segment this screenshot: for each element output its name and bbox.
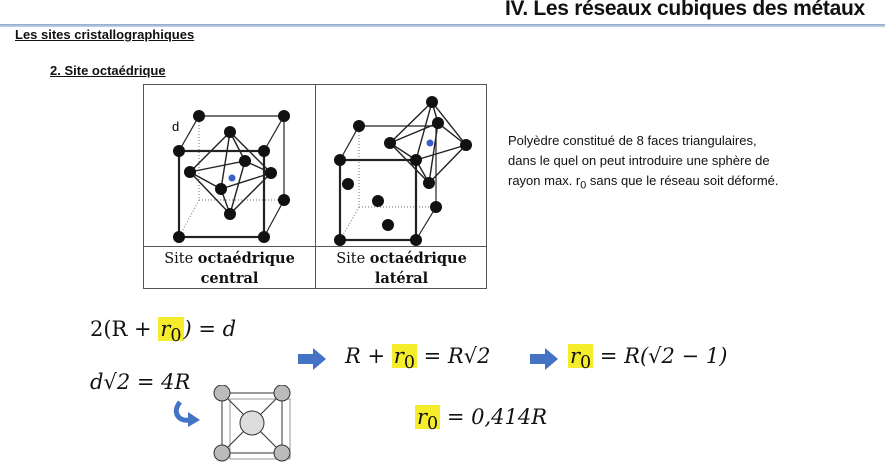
eq-sub: 0 bbox=[403, 353, 415, 374]
equation-5: r0 = 0,414R bbox=[415, 405, 547, 434]
section-title: Les sites cristallographiques bbox=[15, 27, 195, 42]
eq-sub: 0 bbox=[170, 326, 182, 347]
eq-text: = R(√2 − 1) bbox=[593, 344, 728, 368]
description-line: dans le quel on peut introduire une sphè… bbox=[508, 153, 770, 168]
equation-3: R + r0 = R√2 bbox=[345, 344, 490, 373]
slide-title: IV. Les réseaux cubiques des métaux bbox=[505, 0, 865, 20]
description-text: Polyèdre constitué de 8 faces triangulai… bbox=[508, 131, 878, 196]
caption-line2: central bbox=[200, 270, 259, 287]
title-rule bbox=[0, 24, 885, 27]
eq-var: r bbox=[417, 405, 428, 429]
description-line: Polyèdre constitué de 8 faces triangulai… bbox=[508, 133, 757, 148]
eq-sub: 0 bbox=[580, 353, 592, 374]
fcc-face-diagram bbox=[213, 385, 291, 462]
central-site-cell: d Site octaédrique central bbox=[144, 85, 315, 288]
caption-bold: octaédrique bbox=[197, 250, 295, 267]
right-arrow-icon bbox=[530, 348, 558, 370]
text: rayon max. r bbox=[508, 173, 581, 188]
edge-label-d: d bbox=[172, 119, 179, 134]
lateral-octahedral-site-diagram bbox=[334, 96, 472, 246]
highlight-r0: r0 bbox=[158, 317, 184, 346]
eq-var: r bbox=[393, 344, 404, 368]
caption-bold: octaédrique bbox=[369, 250, 467, 267]
eq-text: R + bbox=[345, 344, 392, 368]
eq-var: r bbox=[570, 344, 581, 368]
highlight-r0: r0 bbox=[415, 405, 441, 434]
equation-1: 2(R + r0) = d bbox=[90, 317, 236, 346]
central-caption: Site octaédrique central bbox=[144, 246, 315, 288]
lateral-site-cell: Site octaédrique latéral bbox=[315, 85, 487, 288]
equation-4: r0 = R(√2 − 1) bbox=[568, 344, 727, 373]
highlight-r0: r0 bbox=[391, 344, 417, 373]
octahedral-site-figure: d Site octaédrique central bbox=[143, 84, 487, 289]
eq-text: ) = d bbox=[183, 317, 237, 341]
text: sans que le réseau soit déformé. bbox=[586, 173, 779, 188]
eq-sub: 0 bbox=[427, 414, 439, 435]
eq-var: r bbox=[160, 317, 171, 341]
lateral-caption: Site octaédrique latéral bbox=[316, 246, 487, 288]
highlight-r0: r0 bbox=[568, 344, 594, 373]
caption-prefix: Site bbox=[336, 251, 366, 267]
equation-2: d√2 = 4R bbox=[90, 370, 191, 394]
right-arrow-icon bbox=[298, 348, 326, 370]
subscript: 0 bbox=[580, 179, 587, 192]
curved-arrow-icon bbox=[173, 400, 200, 427]
eq-text: 2(R + bbox=[90, 317, 159, 341]
section-subtitle: 2. Site octaédrique bbox=[50, 63, 166, 78]
eq-text: = R√2 bbox=[416, 344, 491, 368]
central-octahedral-site-diagram: d bbox=[172, 110, 290, 243]
caption-line2: latéral bbox=[374, 270, 429, 287]
eq-text: = 0,414R bbox=[440, 405, 548, 429]
caption-prefix: Site bbox=[164, 251, 194, 267]
description-line: rayon max. r0 sans que le réseau soit dé… bbox=[508, 171, 878, 196]
